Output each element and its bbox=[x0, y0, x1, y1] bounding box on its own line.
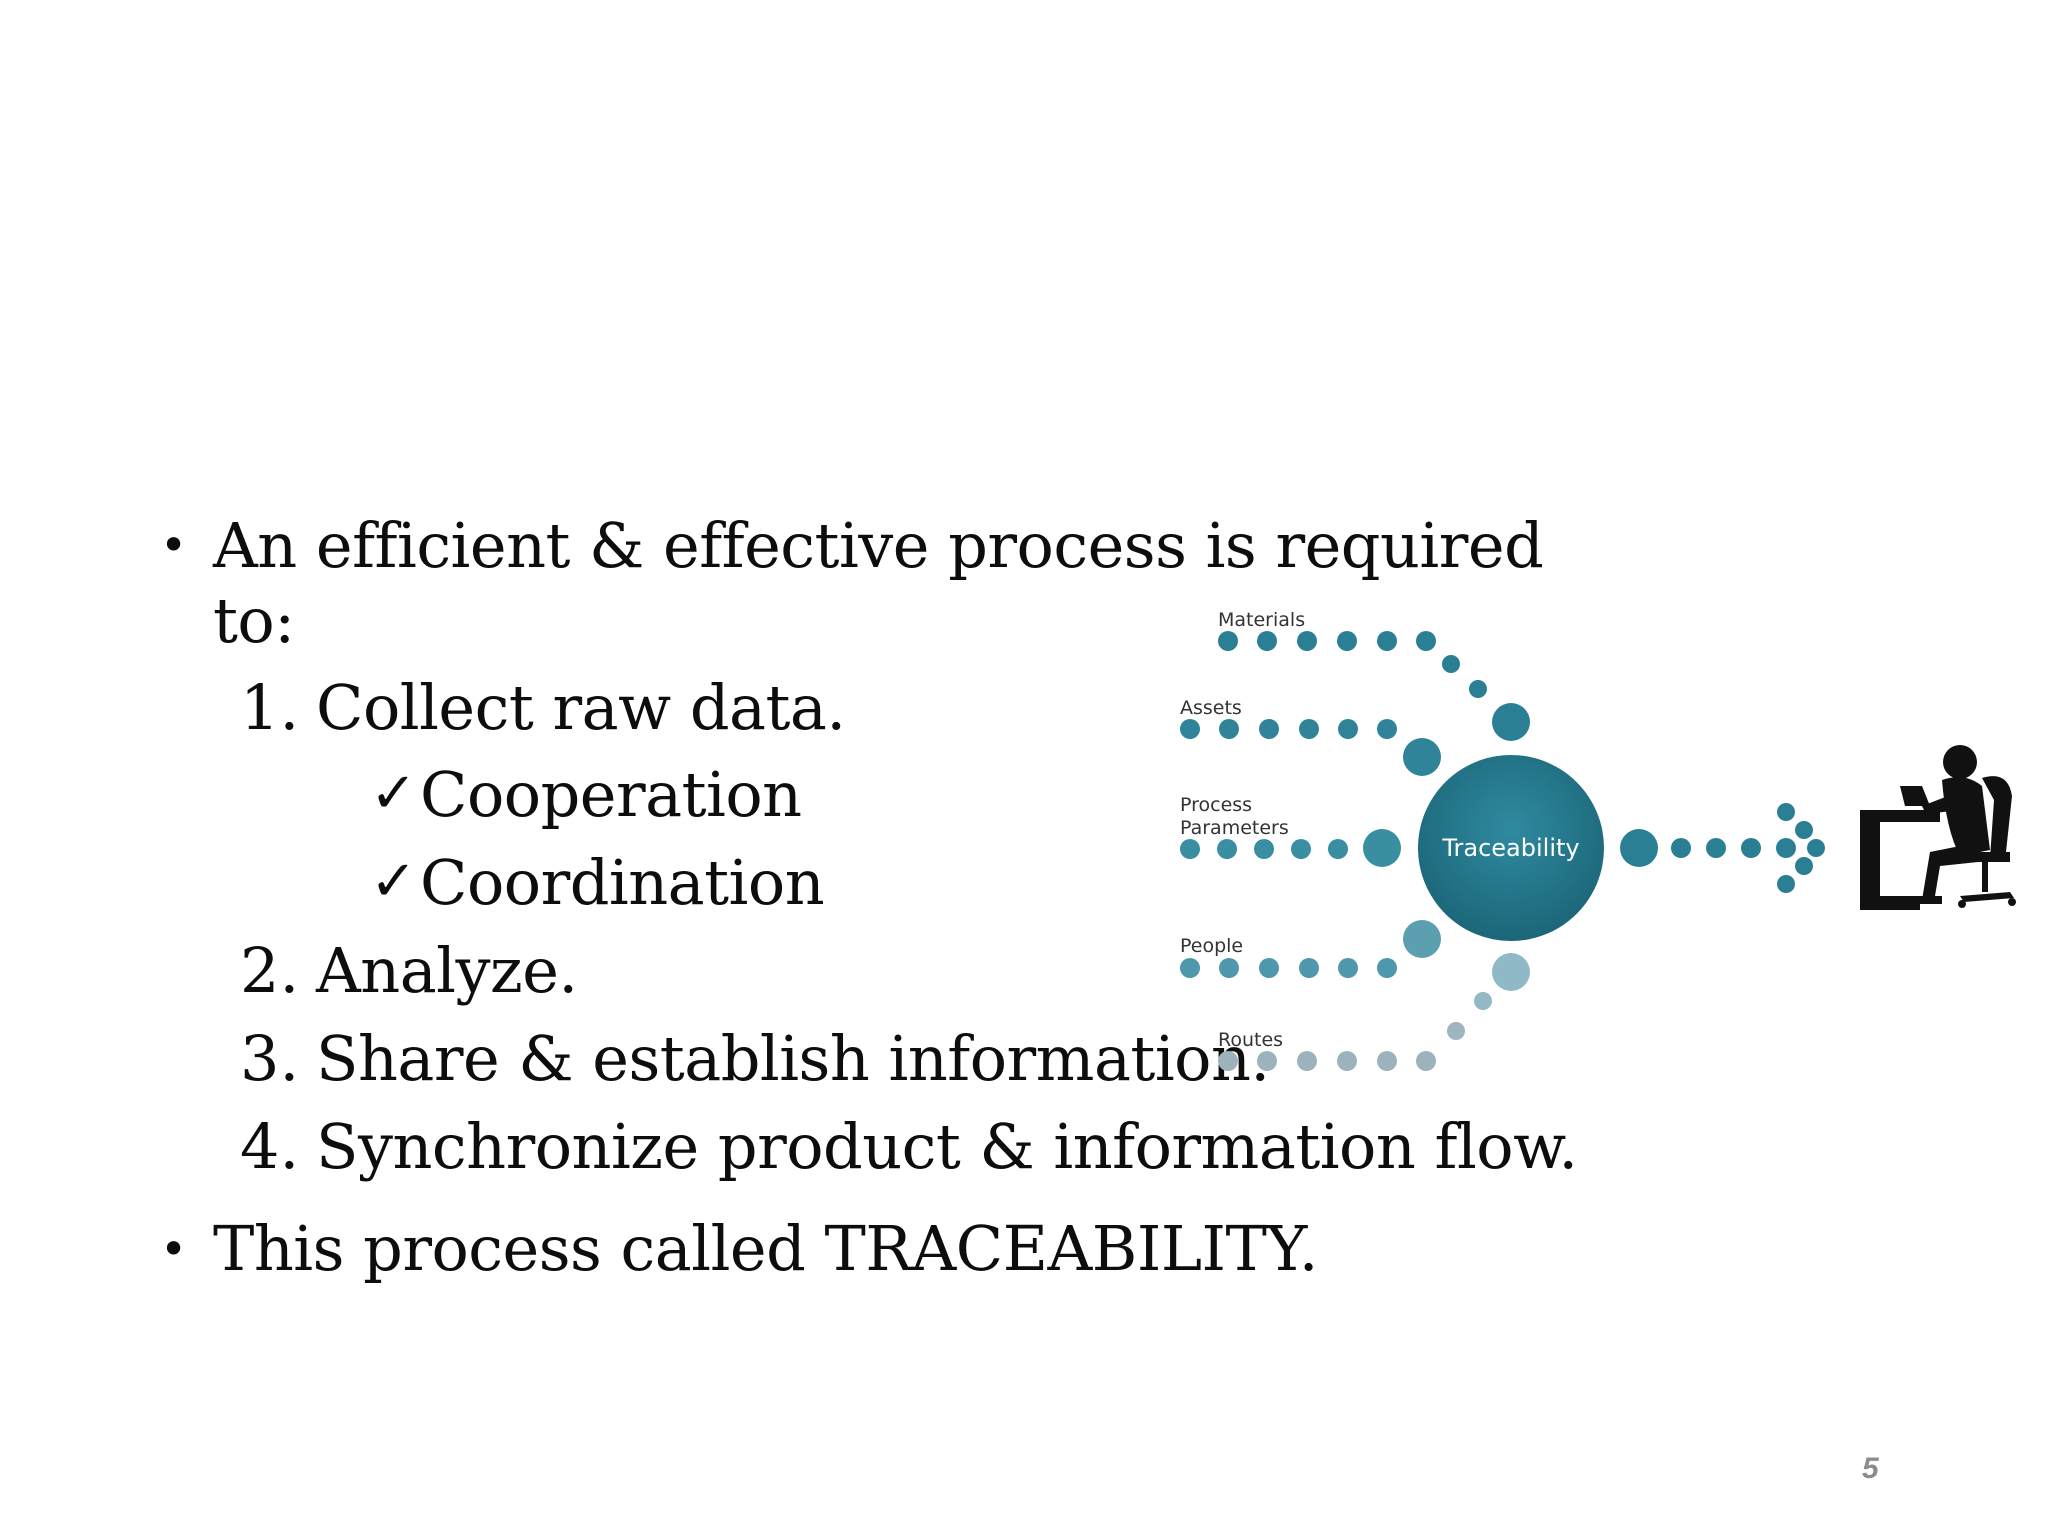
label-process: Process bbox=[1180, 794, 1252, 816]
traceability-hub bbox=[1418, 755, 1604, 941]
bullet-2-text: This process called TRACEABILITY. bbox=[213, 1212, 1318, 1285]
step-3-text: Share & establish information. bbox=[316, 1022, 1270, 1095]
label-routes: Routes bbox=[1218, 1029, 1283, 1051]
step-3-number: 3. bbox=[240, 1022, 300, 1095]
people-dots bbox=[1180, 920, 1441, 978]
hub-label: Traceability bbox=[1441, 834, 1579, 862]
sub-item-coordination: Coordination bbox=[420, 846, 825, 919]
check-icon: ✓ bbox=[370, 761, 417, 826]
step-1-number: 1. bbox=[240, 671, 300, 744]
person-at-desk-icon bbox=[1860, 745, 2016, 910]
assets-dots bbox=[1180, 719, 1441, 776]
page-number: 5 bbox=[1862, 1452, 1879, 1485]
label-assets: Assets bbox=[1180, 697, 1242, 719]
traceability-diagram: Materials Assets Process Parameters bbox=[1180, 609, 2016, 1071]
step-2-text: Analyze. bbox=[316, 934, 578, 1007]
bullet-marker: • bbox=[160, 518, 188, 572]
output-dots bbox=[1620, 803, 1825, 893]
step-1-text: Collect raw data. bbox=[316, 671, 846, 744]
label-parameters: Parameters bbox=[1180, 817, 1289, 839]
step-2-number: 2. bbox=[240, 934, 300, 1007]
routes-dots bbox=[1218, 953, 1530, 1071]
bullet-1-line-2: to: bbox=[213, 584, 295, 657]
bullet-1-line-1: An efficient & effective process is requ… bbox=[213, 509, 1544, 582]
step-4-number: 4. bbox=[240, 1110, 300, 1183]
process-dots bbox=[1180, 829, 1401, 867]
label-people: People bbox=[1180, 935, 1243, 957]
sub-item-cooperation: Cooperation bbox=[420, 758, 802, 831]
label-materials: Materials bbox=[1218, 609, 1305, 631]
step-4-text: Synchronize product & information flow. bbox=[316, 1110, 1578, 1183]
check-icon: ✓ bbox=[370, 849, 417, 914]
bullet-marker: • bbox=[160, 1222, 188, 1276]
materials-dots bbox=[1218, 631, 1530, 741]
